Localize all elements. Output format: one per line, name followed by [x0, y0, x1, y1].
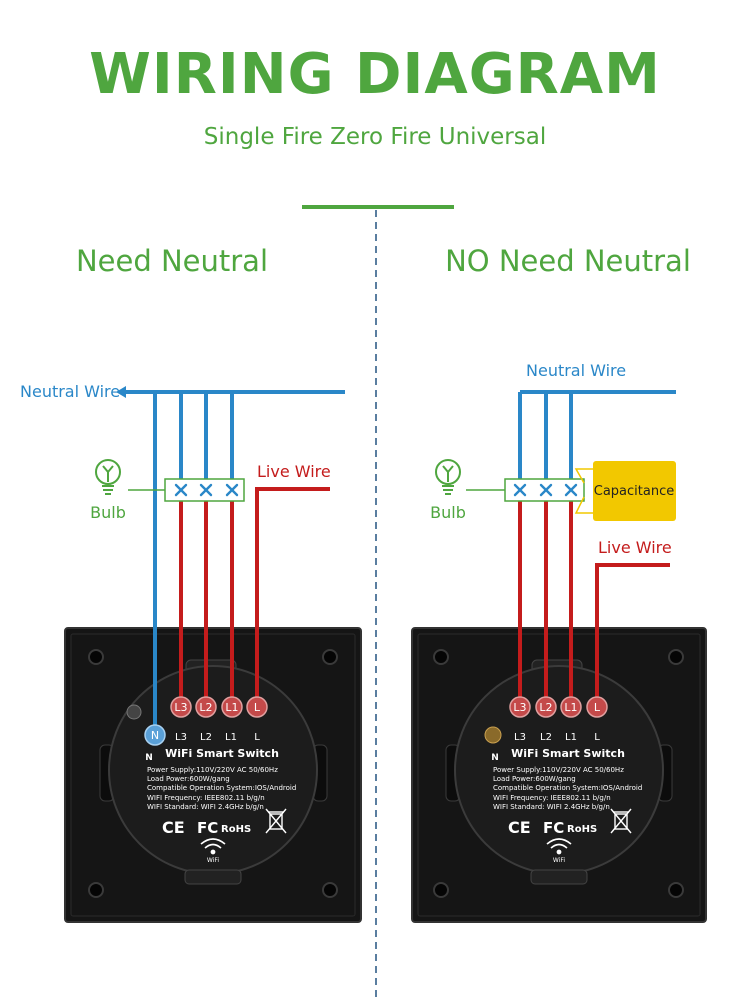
spec-line: Load Power:600W/gang [147, 775, 230, 783]
weee-bin-icon [265, 808, 287, 834]
ce-mark: CE [162, 818, 185, 837]
screw-hole [433, 649, 449, 665]
neutral-wire-label: Neutral Wire [526, 361, 626, 380]
terminal-tag: L [594, 701, 601, 714]
screw-hole [668, 649, 684, 665]
screw-hole [433, 882, 449, 898]
bulb-label: Bulb [430, 503, 466, 522]
neutral-terminal-label: N [491, 753, 499, 763]
left-diagram: L3 L2 L1 L N WiFi Smart Switch Power Sup… [20, 382, 362, 923]
terminal-block [509, 696, 608, 718]
screw-hole [88, 649, 104, 665]
terminal-label: L [594, 732, 600, 743]
spec-line: Compatible Operation System:IOS/Android [493, 784, 642, 792]
junction-x-icon [174, 483, 239, 497]
terminal-tag: L1 [225, 701, 238, 714]
left-switch-panel [64, 627, 362, 923]
fcc-mark: FC [197, 819, 218, 837]
capacitance-leads [574, 468, 594, 514]
lightbulb-icon [95, 459, 121, 495]
spec-line: WIFI Standard: WIFI 2.4GHz b/g/n [147, 803, 264, 811]
terminal-block [144, 696, 268, 746]
left-neutral-wires [122, 390, 345, 733]
weee-bin-icon [610, 808, 632, 834]
screw-hole [322, 882, 338, 898]
live-wire-label: Live Wire [257, 462, 331, 481]
adjust-screw [126, 704, 142, 720]
wifi-label: WiFi [553, 857, 565, 864]
right-neutral-wires [518, 390, 676, 490]
right-heading: NO Need Neutral [445, 244, 691, 278]
neutral-terminal-tag: N [151, 729, 159, 742]
page-title: WIRING DIAGRAM [89, 42, 661, 107]
left-live-wires [179, 487, 330, 706]
capacitance-box [593, 461, 676, 521]
terminal-tag: L [254, 701, 261, 714]
product-name: WiFi Smart Switch [511, 747, 625, 760]
terminal-label: L2 [200, 732, 212, 743]
screw-hole [88, 882, 104, 898]
terminal-label: L [254, 732, 260, 743]
terminal-tag: L2 [539, 701, 552, 714]
neutral-screw [484, 726, 502, 744]
product-name: WiFi Smart Switch [165, 747, 279, 760]
terminal-label: L1 [565, 732, 577, 743]
screw-hole [322, 649, 338, 665]
spec-line: WIFI Frequency: IEEE802.11 b/g/n [147, 794, 265, 802]
junction-x-icon [513, 483, 578, 497]
spec-line: Compatible Operation System:IOS/Android [147, 784, 296, 792]
bulb-label: Bulb [90, 503, 126, 522]
lightbulb-icon [435, 459, 461, 495]
rohs-mark: RoHS [221, 824, 251, 835]
terminal-label: L3 [175, 732, 187, 743]
wifi-icon [546, 838, 572, 855]
spec-line: WIFI Standard: WIFI 2.4GHz b/g/n [493, 803, 610, 811]
neutral-wire-label: Neutral Wire [20, 382, 120, 401]
terminal-label: L3 [514, 732, 526, 743]
terminal-label: L1 [225, 732, 237, 743]
spec-line: Power Supply:110V/220V AC 50/60Hz [147, 766, 278, 774]
neutral-terminal-label: N [145, 753, 153, 763]
fcc-mark: FC [543, 819, 564, 837]
terminal-tag: L1 [564, 701, 577, 714]
spec-line: WIFI Frequency: IEEE802.11 b/g/n [493, 794, 611, 802]
capacitance-label: Capacitance [594, 484, 674, 499]
terminal-tag: L2 [199, 701, 212, 714]
terminal-label: L2 [540, 732, 552, 743]
right-switch-panel [411, 627, 707, 923]
rohs-mark: RoHS [567, 824, 597, 835]
live-wire-label: Live Wire [598, 538, 672, 557]
terminal-tag: L3 [174, 701, 187, 714]
terminal-tag: L3 [513, 701, 526, 714]
spec-line: Power Supply:110V/220V AC 50/60Hz [493, 766, 624, 774]
wifi-icon [200, 838, 226, 855]
left-heading: Need Neutral [75, 244, 269, 278]
right-live-wires [518, 490, 670, 706]
neutral-arrow-icon [116, 386, 126, 398]
ce-mark: CE [508, 818, 531, 837]
screw-hole [668, 882, 684, 898]
right-diagram: L3 L2 L1 L N WiFi Smart Switch Power Sup… [411, 361, 707, 923]
wifi-label: WiFi [207, 857, 219, 864]
page-subtitle: Single Fire Zero Fire Universal [203, 124, 547, 150]
spec-line: Load Power:600W/gang [493, 775, 576, 783]
